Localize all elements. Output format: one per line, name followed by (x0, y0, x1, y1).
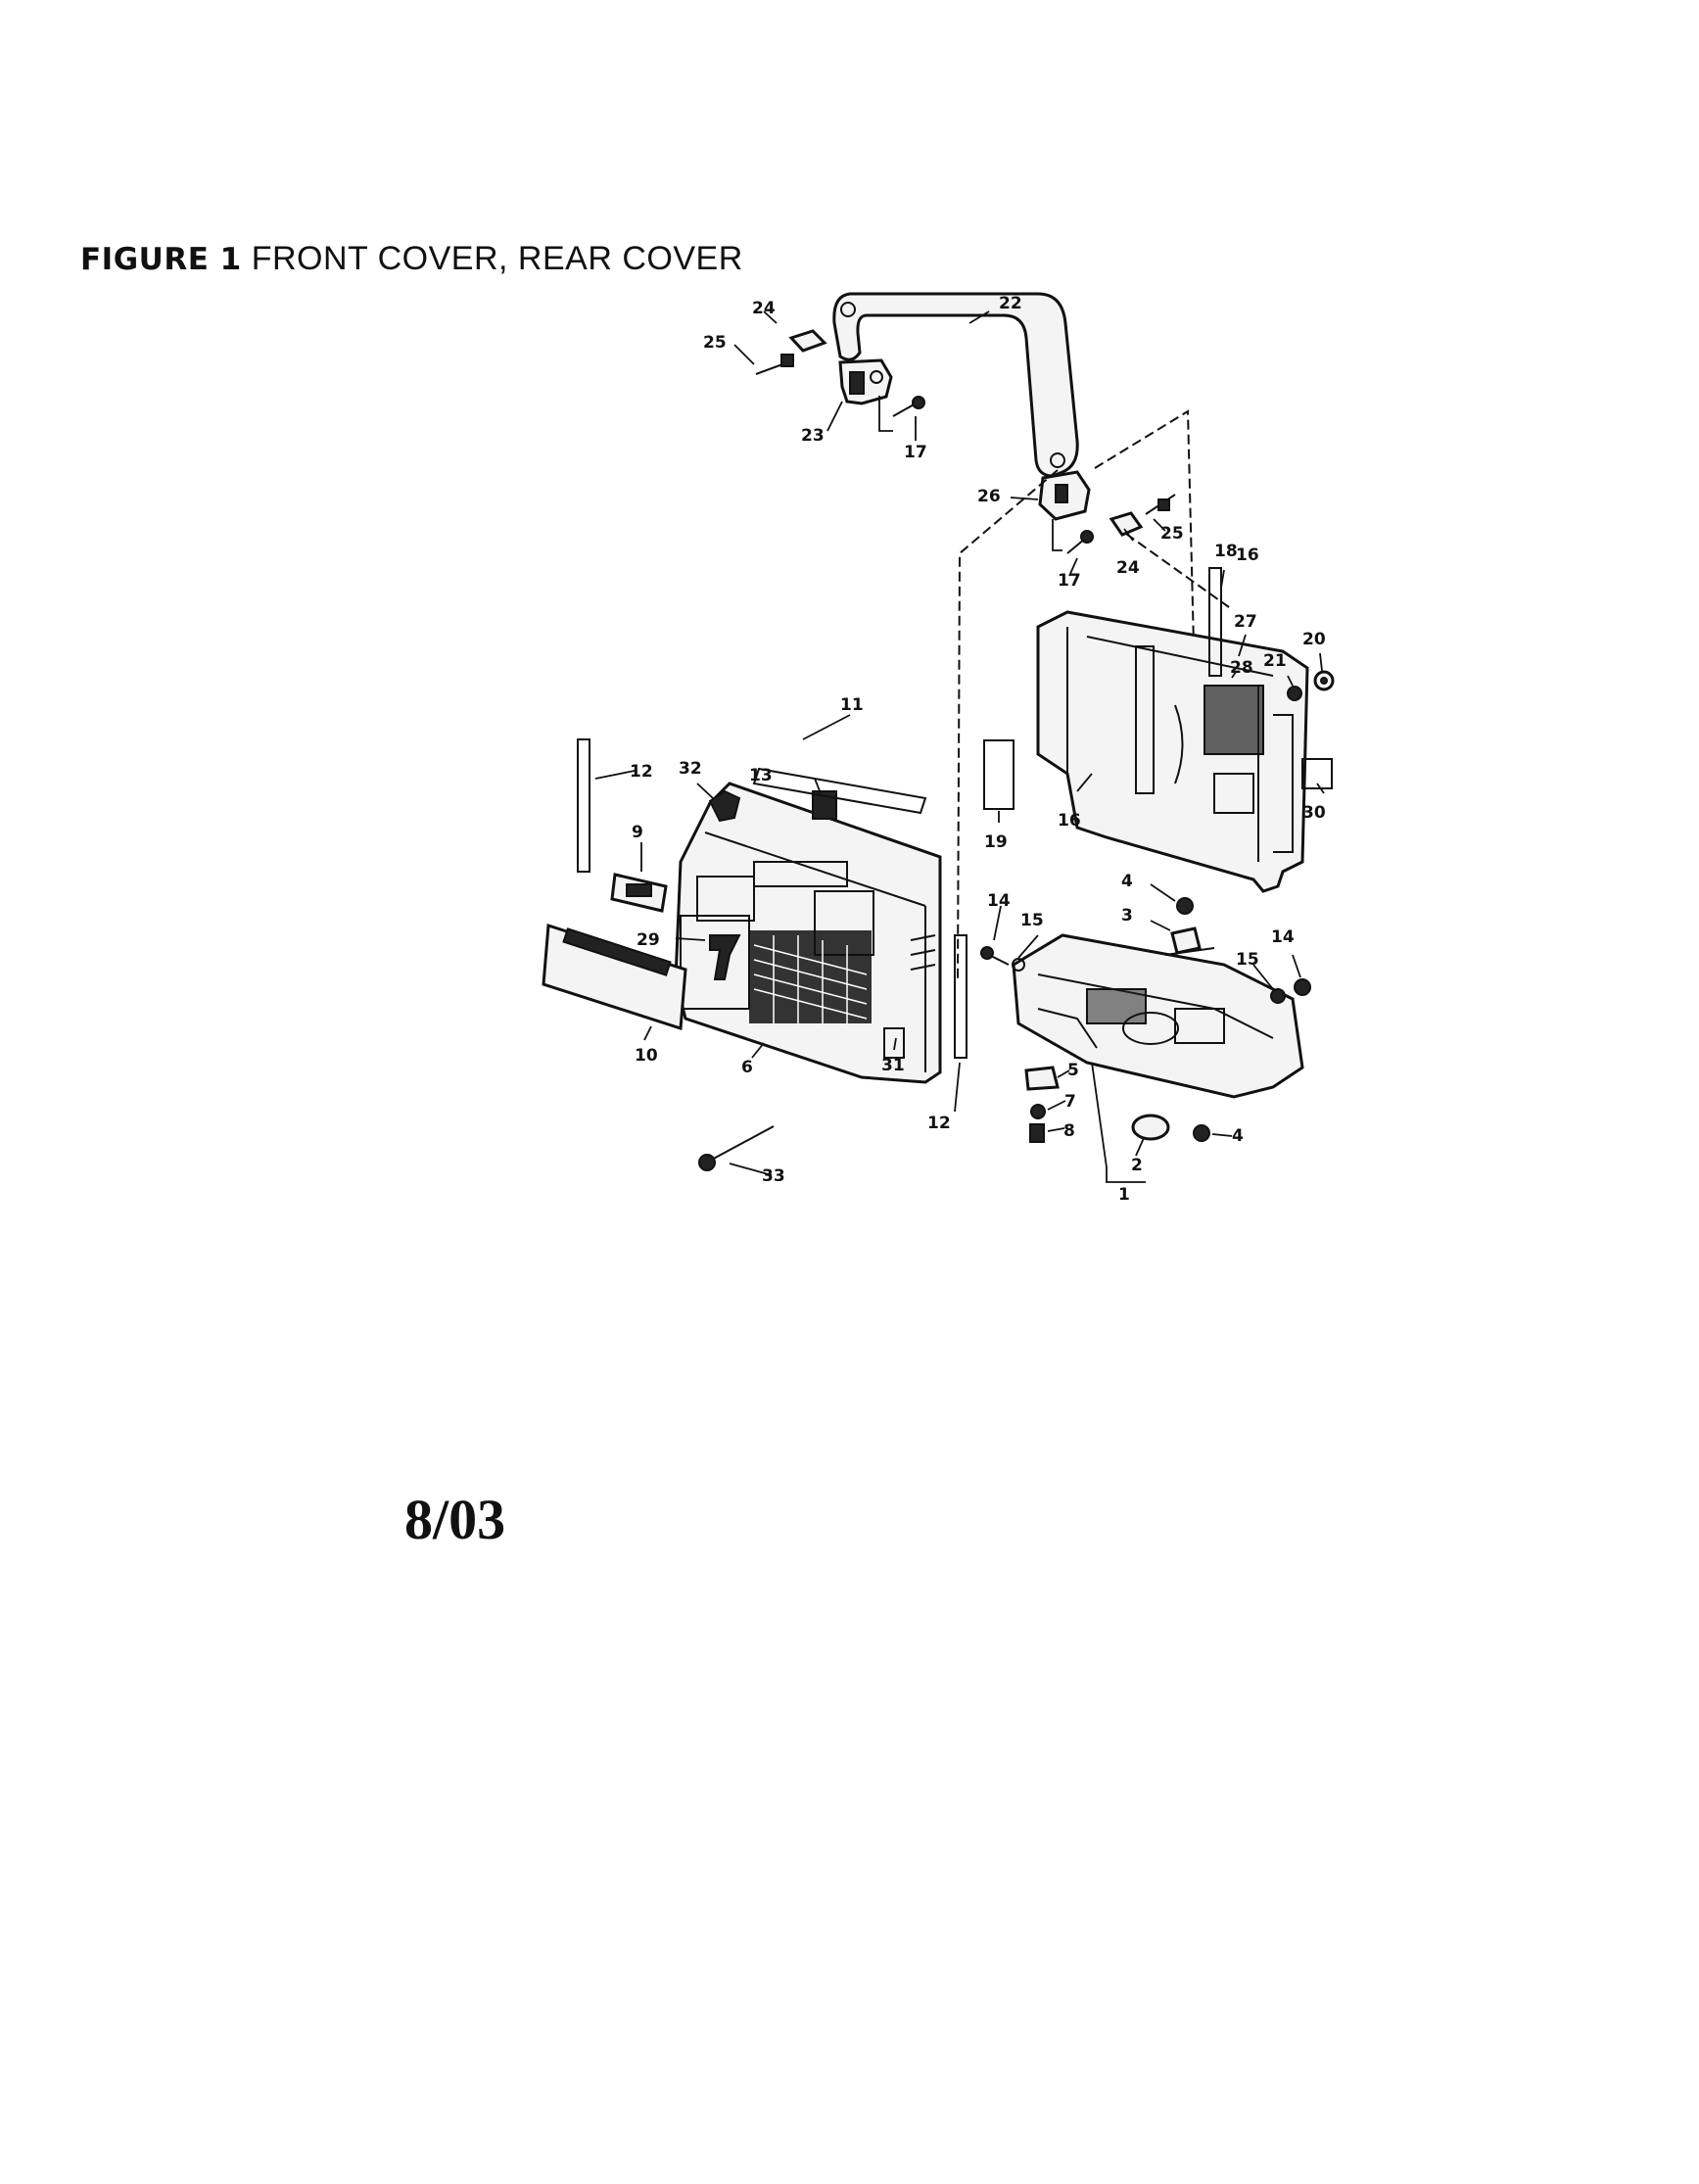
callout-7: 7 (1064, 1092, 1076, 1112)
callout-12-right: 12 (927, 1114, 951, 1133)
callout-18: 18 (1214, 542, 1238, 561)
foot-2 (1131, 1114, 1170, 1141)
callout-28: 28 (1230, 658, 1253, 678)
callout-17-top: 17 (904, 443, 927, 462)
callout-23: 23 (801, 426, 825, 446)
washer-15-right (1270, 988, 1286, 1004)
pin-24-right (1109, 511, 1144, 537)
pin-24-left (788, 329, 827, 353)
switch-13 (812, 790, 837, 820)
callout-10: 10 (635, 1046, 658, 1066)
bolt-8 (1029, 1123, 1045, 1143)
callout-4-bottom: 4 (1232, 1126, 1244, 1146)
callout-30: 30 (1302, 803, 1326, 823)
part-31 (883, 1027, 905, 1059)
callout-29: 29 (637, 930, 660, 950)
callout-16-top: 16 (1236, 546, 1259, 565)
callout-21: 21 (1263, 651, 1287, 671)
screw-17-mid (1066, 530, 1094, 554)
label-plate-10 (542, 923, 687, 1031)
washer-15-left (1012, 958, 1025, 972)
strip-12-left (577, 738, 590, 873)
callout-13: 13 (749, 766, 773, 785)
strip-11 (752, 767, 927, 815)
nut-4-bottom (1193, 1124, 1210, 1142)
callout-24-right: 24 (1116, 558, 1140, 578)
callout-17-mid: 17 (1058, 571, 1081, 591)
callout-19: 19 (984, 832, 1008, 852)
screw-25-left (755, 354, 794, 375)
callout-9: 9 (632, 823, 643, 842)
callout-3: 3 (1121, 906, 1133, 926)
front-cover-grille (749, 930, 872, 1023)
gasket-18 (1208, 567, 1222, 677)
callout-25-left: 25 (703, 333, 727, 353)
callout-27: 27 (1234, 612, 1257, 632)
callout-31: 31 (881, 1056, 905, 1075)
callout-32: 32 (679, 759, 702, 779)
callout-6: 6 (741, 1058, 753, 1077)
callout-11: 11 (840, 695, 864, 715)
part-19 (983, 739, 1015, 810)
handle-part (832, 292, 1079, 478)
callout-33: 33 (762, 1166, 785, 1186)
base-frame-part (1012, 933, 1304, 1099)
label-30 (1301, 758, 1333, 789)
figure-name: FRONT COVER, REAR COVER (251, 240, 743, 277)
nut-7 (1030, 1104, 1046, 1119)
screw-17-top (892, 396, 925, 417)
nut-4-top (1176, 897, 1194, 915)
bolt-14-right (1294, 978, 1311, 996)
callout-labels: 22 24 25 23 17 26 25 24 17 18 27 28 21 2… (630, 294, 1326, 1205)
panel-9 (610, 873, 668, 913)
callout-15-left: 15 (1020, 911, 1044, 930)
callout-25-right: 25 (1160, 524, 1184, 544)
callout-22: 22 (999, 294, 1022, 313)
callout-14-left: 14 (987, 891, 1011, 911)
callout-8: 8 (1063, 1121, 1075, 1141)
callout-15-right: 15 (1236, 950, 1259, 970)
callout-5: 5 (1067, 1061, 1079, 1080)
rear-cover-part (1036, 610, 1309, 893)
callout-14-right: 14 (1271, 927, 1295, 947)
emblem-32 (708, 789, 741, 823)
tool-33 (698, 1125, 775, 1171)
date-code: 8/03 (404, 1488, 506, 1551)
leader-lines (594, 310, 1325, 1183)
callout-16-front: 16 (1058, 811, 1081, 831)
strip-12-right (954, 934, 967, 1059)
front-cover-part (674, 782, 942, 1084)
callout-20: 20 (1302, 630, 1326, 649)
callout-26: 26 (977, 487, 1001, 506)
callout-24-left: 24 (752, 299, 776, 318)
callout-12-left: 12 (630, 762, 653, 782)
callout-1: 1 (1118, 1185, 1130, 1205)
washer-21 (1287, 686, 1302, 701)
screw-25-right (1145, 494, 1176, 515)
callout-2: 2 (1131, 1156, 1143, 1175)
part-5 (1024, 1066, 1060, 1091)
bolt-20 (1313, 670, 1335, 691)
bolt-14-left (980, 946, 1010, 966)
figure-title: FIGURE 1 FRONT COVER, REAR COVER (80, 240, 743, 278)
hinge-left-part (838, 358, 893, 405)
figure-number: FIGURE 1 (80, 242, 242, 277)
bracket-3 (1164, 926, 1215, 956)
hinge-right-part (1038, 470, 1091, 521)
callout-4-top: 4 (1121, 872, 1133, 891)
